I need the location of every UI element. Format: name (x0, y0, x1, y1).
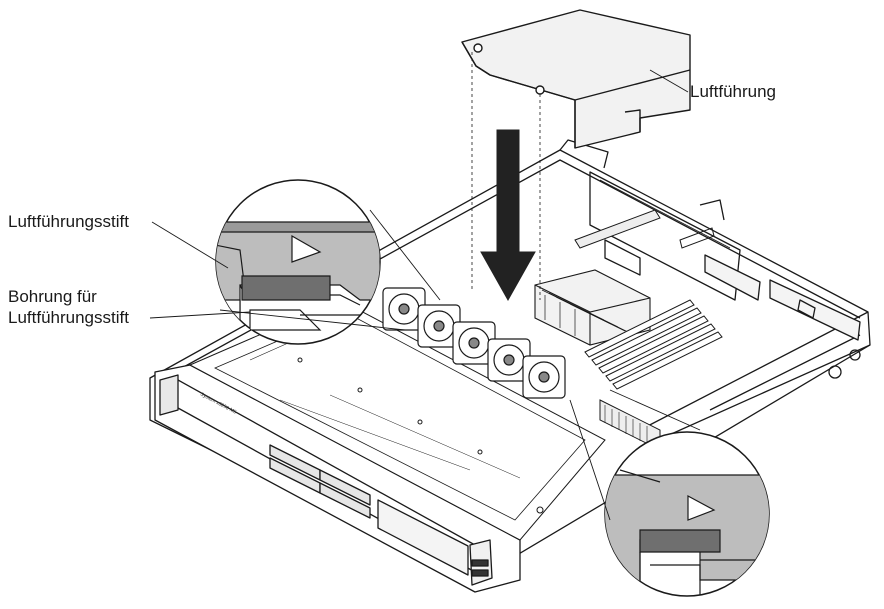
pin-hole-label-line2: Luftführungsstift (8, 308, 129, 327)
fan-row (382, 287, 566, 399)
air-baffle (461, 9, 691, 149)
heatsink (534, 269, 651, 346)
detail-zoom-right (604, 431, 770, 597)
front-bezel: System x3250 M5 (154, 364, 521, 593)
install-direction-arrow (480, 129, 536, 302)
air-baffle-label: Luftführung (690, 82, 777, 101)
drive-bays (269, 444, 469, 576)
pin-hole-label-line1: Bohrung für (8, 287, 97, 306)
leader-lines (149, 69, 701, 521)
detail-zoom-left (215, 179, 381, 345)
memory-modules (584, 299, 723, 390)
alignment-guides (471, 52, 541, 300)
baffle-pin-label: Luftführungsstift (8, 212, 129, 231)
riser-card (574, 209, 715, 451)
